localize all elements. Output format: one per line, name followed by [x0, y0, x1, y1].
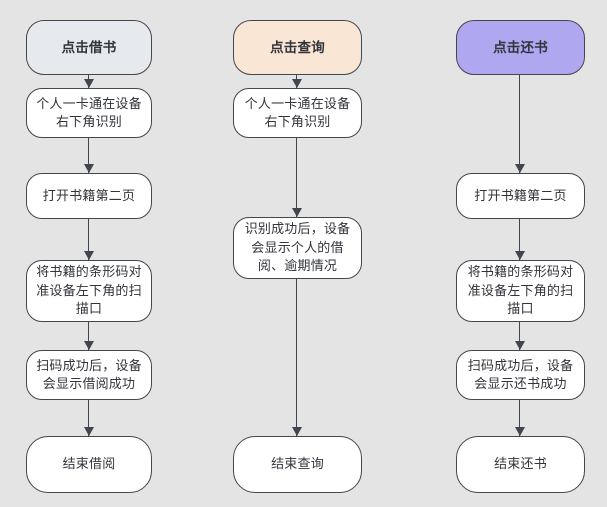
edge-borrow-step4-to-end — [88, 400, 89, 436]
node-label: 结束查询 — [271, 456, 324, 472]
arrowhead-icon — [515, 427, 525, 436]
node-return-start[interactable]: 点击还书 — [456, 20, 585, 75]
node-label: 点击还书 — [493, 39, 548, 55]
node-return-step-1[interactable]: 打开书籍第二页 — [456, 173, 585, 219]
node-borrow-step-1[interactable]: 个人一卡通在设备右下角识别 — [26, 88, 152, 138]
edge-borrow-step2-to-step3 — [88, 219, 89, 260]
arrowhead-icon — [84, 79, 94, 88]
node-label: 将书籍的条形码对准设备左下角的扫描口 — [467, 264, 574, 317]
node-label: 扫码成功后，设备会显示还书成功 — [467, 357, 574, 391]
edge-return-step1-to-step2 — [519, 219, 520, 260]
node-borrow-step-2[interactable]: 打开书籍第二页 — [26, 173, 152, 219]
arrowhead-icon — [515, 341, 525, 350]
edge-borrow-step3-to-step4 — [88, 322, 89, 350]
arrowhead-icon — [292, 79, 302, 88]
node-borrow-start[interactable]: 点击借书 — [26, 20, 152, 75]
edge-query-step1-to-step2 — [296, 138, 297, 217]
node-label: 将书籍的条形码对准设备左下角的扫描口 — [36, 264, 142, 317]
node-label: 打开书籍第二页 — [42, 187, 136, 203]
edge-borrow-step1-to-step2 — [88, 138, 89, 173]
node-label: 个人一卡通在设备右下角识别 — [244, 95, 351, 129]
node-label: 结束借阅 — [62, 456, 116, 472]
edge-return-start-to-step1 — [519, 75, 520, 173]
node-label: 个人一卡通在设备右下角识别 — [36, 95, 142, 129]
node-query-start[interactable]: 点击查询 — [233, 20, 362, 75]
node-return-step-3[interactable]: 扫码成功后，设备会显示还书成功 — [456, 350, 585, 400]
node-label: 点击借书 — [61, 39, 117, 55]
arrowhead-icon — [84, 164, 94, 173]
arrowhead-icon — [292, 208, 302, 217]
node-borrow-step-3[interactable]: 将书籍的条形码对准设备左下角的扫描口 — [26, 260, 152, 322]
arrowhead-icon — [84, 251, 94, 260]
node-query-step-2[interactable]: 识别成功后，设备会显示个人的借阅、逾期情况 — [233, 217, 362, 279]
node-query-step-1[interactable]: 个人一卡通在设备右下角识别 — [233, 88, 362, 138]
node-label: 扫码成功后，设备会显示借阅成功 — [36, 357, 142, 391]
arrowhead-icon — [84, 341, 94, 350]
node-return-step-2[interactable]: 将书籍的条形码对准设备左下角的扫描口 — [456, 260, 585, 322]
node-query-end[interactable]: 结束查询 — [233, 436, 362, 493]
node-label: 识别成功后，设备会显示个人的借阅、逾期情况 — [244, 221, 351, 274]
edge-return-step3-to-end — [519, 400, 520, 436]
edge-query-step2-to-end — [296, 279, 297, 436]
node-label: 结束还书 — [494, 456, 547, 472]
node-borrow-step-4[interactable]: 扫码成功后，设备会显示借阅成功 — [26, 350, 152, 400]
edge-return-step2-to-step3 — [519, 322, 520, 350]
node-borrow-end[interactable]: 结束借阅 — [26, 436, 152, 493]
arrowhead-icon — [515, 251, 525, 260]
arrowhead-icon — [292, 427, 302, 436]
arrowhead-icon — [84, 427, 94, 436]
node-label: 点击查询 — [270, 39, 325, 55]
node-return-end[interactable]: 结束还书 — [456, 436, 585, 493]
arrowhead-icon — [515, 164, 525, 173]
node-label: 打开书籍第二页 — [474, 187, 567, 203]
